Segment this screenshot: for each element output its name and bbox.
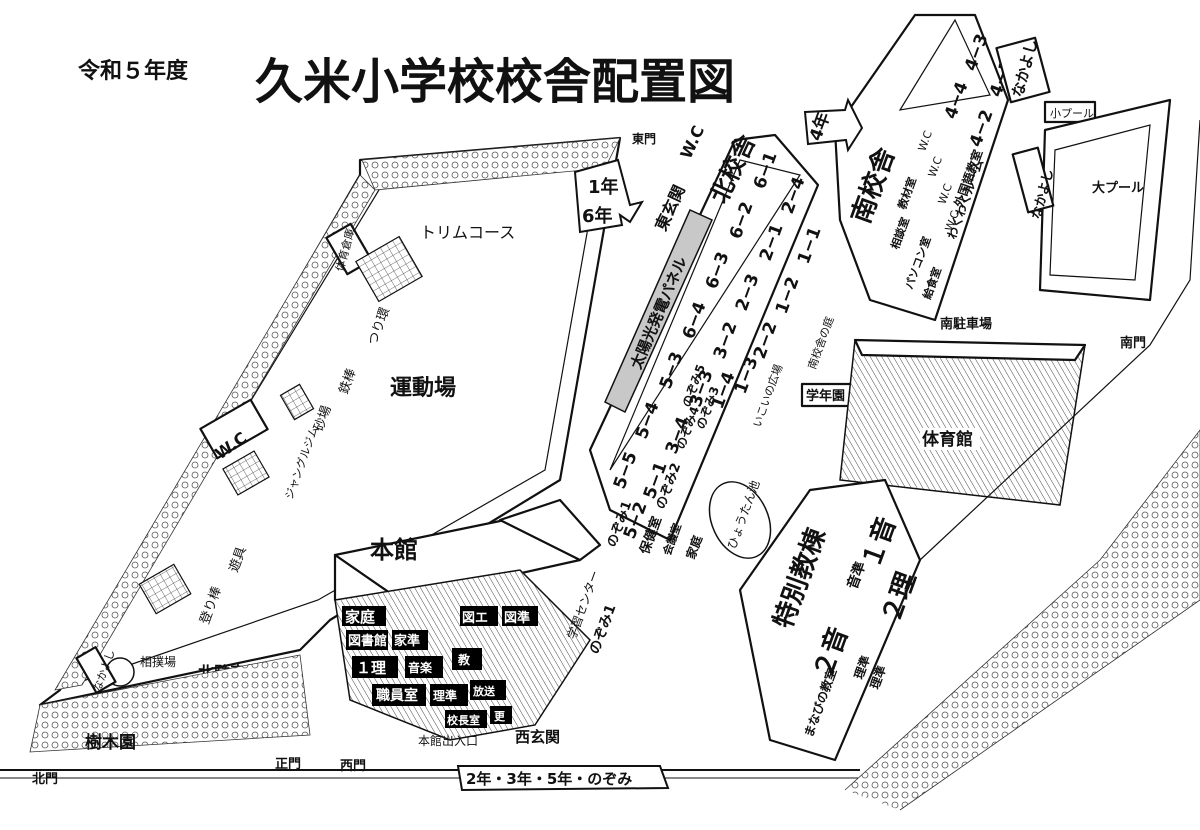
grade-garden-label: 学年園 (806, 388, 845, 404)
east-grade-1: 1年 (588, 176, 619, 198)
south-parking-label: 南駐車場 (940, 316, 992, 332)
ground-label: 運動場 (390, 376, 456, 401)
sumo-label: 相撲場 (140, 654, 176, 669)
main-nozomi-label: のぞみ1 (587, 602, 620, 656)
main-room-9: 理準 (433, 688, 457, 703)
north-room-c3-8: 家庭 (683, 533, 705, 561)
plant-garden-label: 樹木園 (85, 732, 136, 753)
trim-course-label: トリムコース (420, 223, 515, 242)
pool-nakayoshi-box (1011, 146, 1055, 214)
east-grades-banner (573, 158, 645, 234)
west-gate-label: 西門 (340, 759, 366, 774)
pond (708, 481, 772, 559)
south-grade-arrow (803, 97, 864, 153)
main-gate-label: 正門 (275, 757, 301, 772)
gym-label: 体育館 (922, 429, 973, 450)
gym-label-bg (920, 428, 980, 450)
main-room-8: 職員室 (376, 687, 418, 704)
main-entrance-label: 本館出入口 (418, 733, 478, 748)
east-wall (844, 119, 1200, 811)
courtyard-label-1: 南校舎の庭 (805, 315, 837, 371)
small-pool (1043, 100, 1097, 124)
main-room-7: 教 (457, 652, 471, 667)
north-building (588, 133, 820, 542)
year-label: 令和５年度 (78, 58, 189, 84)
climbing-poles (138, 563, 192, 615)
main-room-4: 図準 (504, 610, 530, 626)
hanging-ring (355, 235, 423, 303)
wc-west (199, 398, 269, 460)
page-title: 久米小学校校舎配置図 (255, 54, 735, 110)
main-room-2: 家準 (394, 633, 420, 649)
main-room-10: 放送 (472, 684, 496, 698)
west-grades-banner (456, 765, 670, 792)
small-pool-label: 小プール (1050, 107, 1094, 120)
jungle-gym (222, 450, 270, 496)
big-pool (1038, 98, 1172, 302)
bottom-road (0, 769, 860, 779)
east-grade-6: 6年 (582, 205, 613, 227)
plant-garden (29, 654, 311, 753)
south-building (833, 13, 1010, 322)
main-room-11: 校長室 (447, 713, 480, 727)
main-room-1: 図書館 (348, 633, 387, 649)
main-building-rooms: 家庭 図書館 家準 図エ 図準 １理 音楽 教 職員室 理準 放送 校長室 更 (342, 606, 538, 728)
south-nakayoshi-box (995, 36, 1051, 104)
nakayoshi-west-box (75, 646, 117, 694)
east-gate-label: 東門 (632, 131, 656, 146)
big-pool-label: 大プール (1092, 180, 1144, 196)
main-building-name: 本館 (370, 536, 418, 564)
main-room-6: 音楽 (408, 660, 433, 675)
south-gate-label: 南門 (1120, 335, 1146, 351)
north-wc-label: W.C (676, 123, 708, 162)
main-room-12: 更 (494, 710, 506, 723)
main-room-0: 家庭 (345, 608, 376, 626)
north-gate-label: 北門 (32, 772, 58, 787)
sandbox (279, 383, 315, 421)
west-grades-label: 2年・3年・5年・のぞみ (466, 770, 632, 788)
solar-panel (604, 209, 713, 414)
west-entrance-label: 西玄関 (515, 728, 560, 746)
main-room-5: １理 (356, 659, 386, 677)
main-room-3: 図エ (462, 611, 488, 626)
